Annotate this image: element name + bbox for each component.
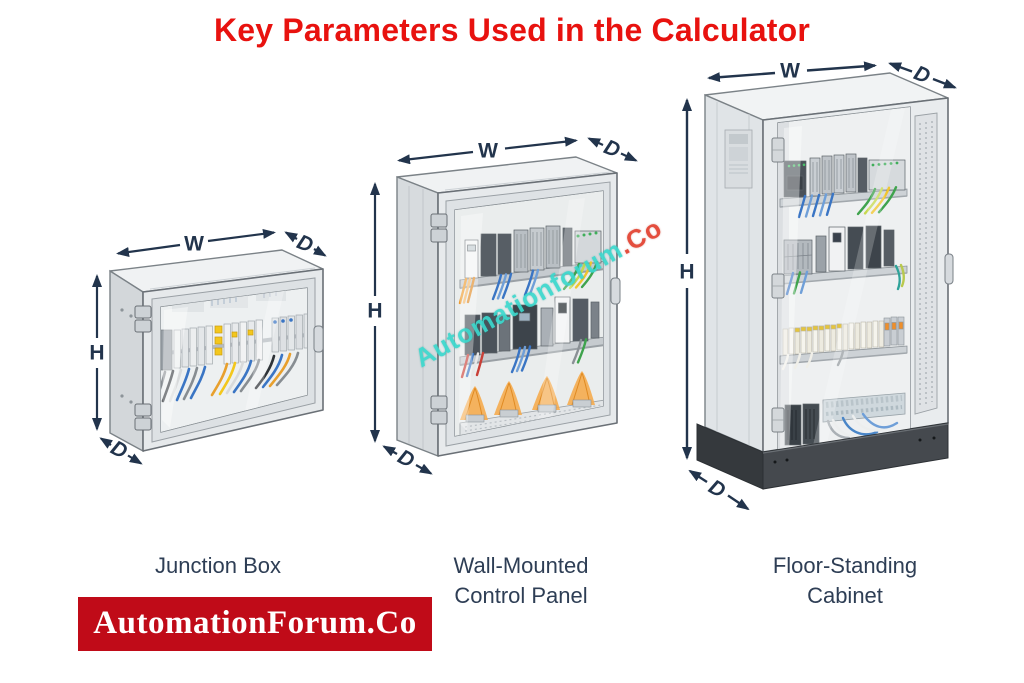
terminal-strips (173, 313, 307, 369)
depth-dimension-label: D (394, 445, 418, 472)
brand-banner-text: AutomationForum.Co (93, 605, 417, 641)
wiring (161, 351, 300, 403)
wiring-row-2 (460, 338, 588, 379)
caption-line: Floor-Standing (772, 553, 918, 578)
door-hinges (430, 213, 448, 425)
door-handle (944, 253, 954, 285)
caption-line: Cabinet (807, 583, 883, 608)
caption-line: Control Panel (454, 583, 588, 608)
wiring-row-1 (458, 260, 599, 305)
height-dimension-label: H (367, 300, 382, 323)
wiring-row-1 (797, 186, 898, 219)
terminal-strip-row (782, 320, 885, 356)
width-dimension-label: W (780, 60, 800, 83)
wiring-row-4 (826, 412, 899, 440)
door-hinges (771, 137, 785, 433)
junction-box-illustration: W D H D (89, 228, 327, 465)
height-dimension-label: H (89, 342, 104, 365)
equipment-row-2 (464, 296, 600, 356)
width-dimension-label: W (184, 233, 204, 256)
depth-dimension-label: D (107, 436, 131, 463)
cabinet-plinth (696, 422, 949, 490)
door-handle (313, 325, 324, 353)
cabinet-interior (778, 107, 910, 460)
caption-line: Wall-Mounted (453, 553, 589, 578)
floor-standing-cabinet-figure: W D H D (653, 48, 983, 533)
door-hinges (134, 305, 152, 431)
orange-cable-fans (460, 371, 595, 423)
caption-line: Junction Box (155, 553, 281, 578)
relay-modules (883, 316, 905, 347)
equipment-row-1 (464, 225, 602, 279)
floor-standing-cabinet-illustration: W D H D (679, 60, 957, 511)
glass-sheen (162, 307, 188, 428)
caption-junction-box: Junction Box (68, 551, 368, 581)
door-handle (610, 277, 621, 305)
width-dimension-label: W (478, 140, 498, 163)
depth-dimension-label: D (705, 475, 730, 503)
depth-dimension-label: D (601, 135, 624, 162)
junction-box-figure: W D H D (60, 218, 360, 503)
glass-sheen (780, 126, 802, 454)
glass-sheen (459, 213, 483, 431)
brand-banner: AutomationForum.Co (78, 597, 432, 651)
depth-dimension-label: D (294, 230, 317, 257)
equipment-row-2 (783, 225, 895, 275)
wall-mounted-panel-illustration: W D H D (367, 135, 638, 475)
caption-wall-mounted-control-panel: Wall-Mounted Control Panel (371, 551, 671, 611)
page-title: Key Parameters Used in the Calculator (213, 12, 811, 48)
wiring-row-2 (785, 263, 905, 296)
wall-mounted-panel-figure: W D H D Automationforum.Co (355, 128, 670, 498)
equipment-row-1 (783, 153, 906, 198)
panel-interior (455, 191, 603, 436)
height-dimension-label: H (679, 261, 694, 284)
junction-box-interior (161, 288, 307, 432)
caption-floor-standing-cabinet: Floor-Standing Cabinet (695, 551, 995, 611)
